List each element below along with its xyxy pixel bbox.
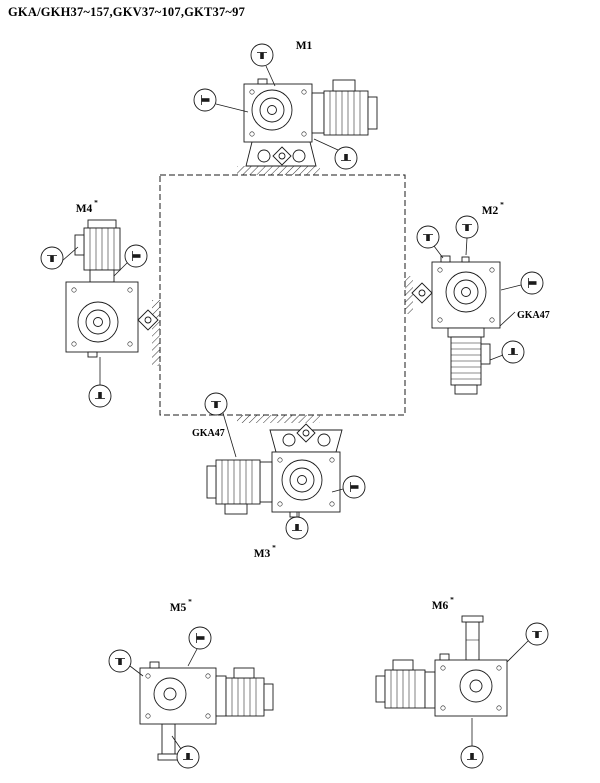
housing-plug [440, 255, 451, 263]
gearmotor-m1 [243, 78, 378, 167]
gearmotor-m2 [411, 255, 501, 395]
motor-body [225, 677, 265, 717]
motor-flange [89, 269, 115, 283]
motor-body [384, 669, 426, 709]
page-title: GKA/GKH37~157,GKV37~107,GKT37~97 [8, 5, 245, 19]
label-m5: M5 [170, 602, 187, 614]
oil-plug-callout [416, 225, 444, 259]
motor-flange [311, 92, 325, 134]
gearmotor-m3 [206, 423, 343, 518]
terminal-box [480, 343, 491, 365]
terminal-box [233, 667, 255, 679]
gearmotor-m5 [139, 661, 274, 761]
housing-plug [289, 511, 300, 518]
output-shaft [465, 621, 480, 661]
motor-end-cap [375, 675, 386, 703]
gearmotor-m6 [375, 615, 508, 717]
motor-body [215, 459, 261, 505]
motor-end-cap [263, 683, 274, 711]
label-m5-sup: * [188, 597, 192, 606]
terminal-box [332, 79, 356, 92]
housing-plug [439, 653, 450, 661]
terminal-box [74, 234, 85, 256]
terminal-box [224, 503, 248, 515]
oil-plug-callout [193, 88, 249, 113]
housing-plug [461, 256, 470, 263]
label-m2-sup: * [500, 200, 504, 209]
oil-plug-callout [88, 357, 112, 408]
motor-flange [215, 675, 227, 717]
oil-plug-callout [455, 215, 479, 256]
mounting-surface-left [152, 300, 160, 366]
oil-plug-callout [250, 43, 276, 87]
motor-flange [259, 461, 273, 503]
motor-end-cap [87, 219, 117, 229]
label-m6-sup: * [450, 595, 454, 604]
oil-plug-callout [113, 244, 148, 277]
oil-plug-callout [331, 475, 366, 499]
housing-plug [149, 661, 160, 669]
label-m4-sup: * [94, 198, 98, 207]
oil-plug-callout [506, 622, 549, 663]
motor-end-cap [454, 384, 478, 395]
oil-plug-callout [108, 649, 144, 677]
oil-plug-callout [489, 340, 525, 364]
shaft-end [157, 753, 180, 761]
motor-end-cap [367, 96, 378, 130]
housing-plug [257, 78, 268, 85]
housing-plug [87, 351, 98, 358]
label-m6: M6 [432, 600, 449, 612]
oil-plug-callout [460, 718, 484, 769]
motor-flange [447, 327, 485, 338]
mounting-surface-top [237, 166, 320, 175]
oil-plug-callout [285, 512, 309, 540]
label-m4: M4 [76, 203, 93, 215]
label-m3-sup: * [272, 543, 276, 552]
motor-flange [424, 671, 436, 709]
terminal-box [392, 659, 414, 671]
label-gka47-m3: GKA47 [192, 428, 225, 439]
oil-plug-callout [204, 392, 237, 458]
mounting-frame [152, 166, 413, 423]
output-shaft [161, 723, 176, 755]
label-m1: M1 [296, 40, 313, 52]
gearmotor-m4 [65, 219, 159, 358]
oil-plug-callout [40, 246, 79, 270]
oil-plug-callout [313, 138, 358, 170]
label-m2: M2 [482, 205, 499, 217]
oil-plug-callout [187, 626, 212, 667]
mounting-surface-bottom [237, 415, 320, 423]
oil-plug-callout [171, 735, 200, 769]
label-gka47-m2: GKA47 [517, 310, 550, 321]
motor-end-cap [206, 465, 217, 499]
mounting-surface-right [405, 276, 413, 314]
label-m3: M3 [254, 548, 271, 560]
oil-plug-callout [500, 271, 544, 295]
mounting-frame-outline [159, 174, 406, 416]
shaft-end [461, 615, 484, 623]
motor-body [323, 90, 369, 136]
